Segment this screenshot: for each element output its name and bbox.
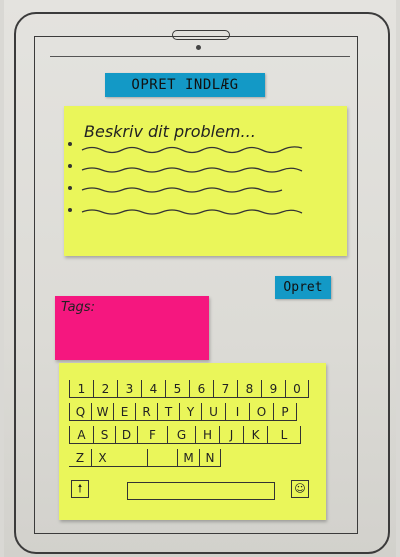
key[interactable]: 1	[69, 380, 93, 398]
key[interactable]: 2	[93, 380, 117, 398]
key[interactable]: A	[69, 426, 93, 444]
emoji-key-icon[interactable]: ☺	[291, 480, 309, 498]
tags-label: Tags:	[61, 300, 95, 315]
key[interactable]: N	[199, 449, 221, 467]
key[interactable]	[147, 449, 177, 467]
submit-button[interactable]: Opret	[275, 276, 331, 299]
key[interactable]: 6	[189, 380, 213, 398]
problem-placeholder: Beskriv dit problem...	[84, 122, 256, 141]
speaker-grill	[172, 30, 230, 40]
key[interactable]: 0	[285, 380, 309, 398]
camera-icon	[196, 45, 201, 50]
key[interactable]: J	[219, 426, 243, 444]
key[interactable]: L	[267, 426, 301, 444]
key[interactable]: Q	[69, 403, 91, 421]
key[interactable]: 7	[213, 380, 237, 398]
key[interactable]: K	[243, 426, 267, 444]
keyboard-row-zxcv: Z X M N	[69, 449, 221, 467]
key[interactable]: G	[167, 426, 195, 444]
key[interactable]: P	[273, 403, 297, 421]
key[interactable]: H	[195, 426, 219, 444]
keyboard-row-qwerty: Q W E R T Y U I O P	[69, 403, 297, 421]
page-title: OPRET INDLÆG	[105, 73, 265, 97]
key[interactable]: W	[91, 403, 113, 421]
tags-field[interactable]: Tags:	[55, 296, 209, 360]
key[interactable]: 3	[117, 380, 141, 398]
key[interactable]: E	[113, 403, 135, 421]
keyboard-row-asdf: A S D F G H J K L	[69, 426, 301, 444]
handwritten-lines	[68, 142, 303, 215]
key[interactable]: 8	[237, 380, 261, 398]
key[interactable]: F	[137, 426, 167, 444]
key[interactable]: D	[115, 426, 137, 444]
key[interactable]	[113, 449, 147, 467]
tablet-screen	[34, 36, 358, 534]
status-bar-line	[50, 56, 350, 57]
keyboard-input-field[interactable]	[127, 482, 275, 500]
key[interactable]: Z	[69, 449, 91, 467]
tablet-frame	[14, 12, 390, 554]
key[interactable]: S	[93, 426, 115, 444]
key[interactable]: T	[157, 403, 179, 421]
key[interactable]: Y	[179, 403, 201, 421]
shift-key-icon[interactable]: 🠕	[71, 480, 89, 498]
keyboard-row-numbers: 1 2 3 4 5 6 7 8 9 0	[69, 380, 309, 398]
key[interactable]: M	[177, 449, 199, 467]
key[interactable]: R	[135, 403, 157, 421]
key[interactable]: O	[249, 403, 273, 421]
key[interactable]: U	[201, 403, 225, 421]
key[interactable]: I	[225, 403, 249, 421]
key[interactable]: 4	[141, 380, 165, 398]
on-screen-keyboard: 1 2 3 4 5 6 7 8 9 0 Q W E R T Y U I O P …	[59, 363, 326, 520]
key[interactable]: 5	[165, 380, 189, 398]
problem-textarea[interactable]: Beskriv dit problem...	[64, 106, 347, 256]
key[interactable]: X	[91, 449, 113, 467]
key[interactable]: 9	[261, 380, 285, 398]
